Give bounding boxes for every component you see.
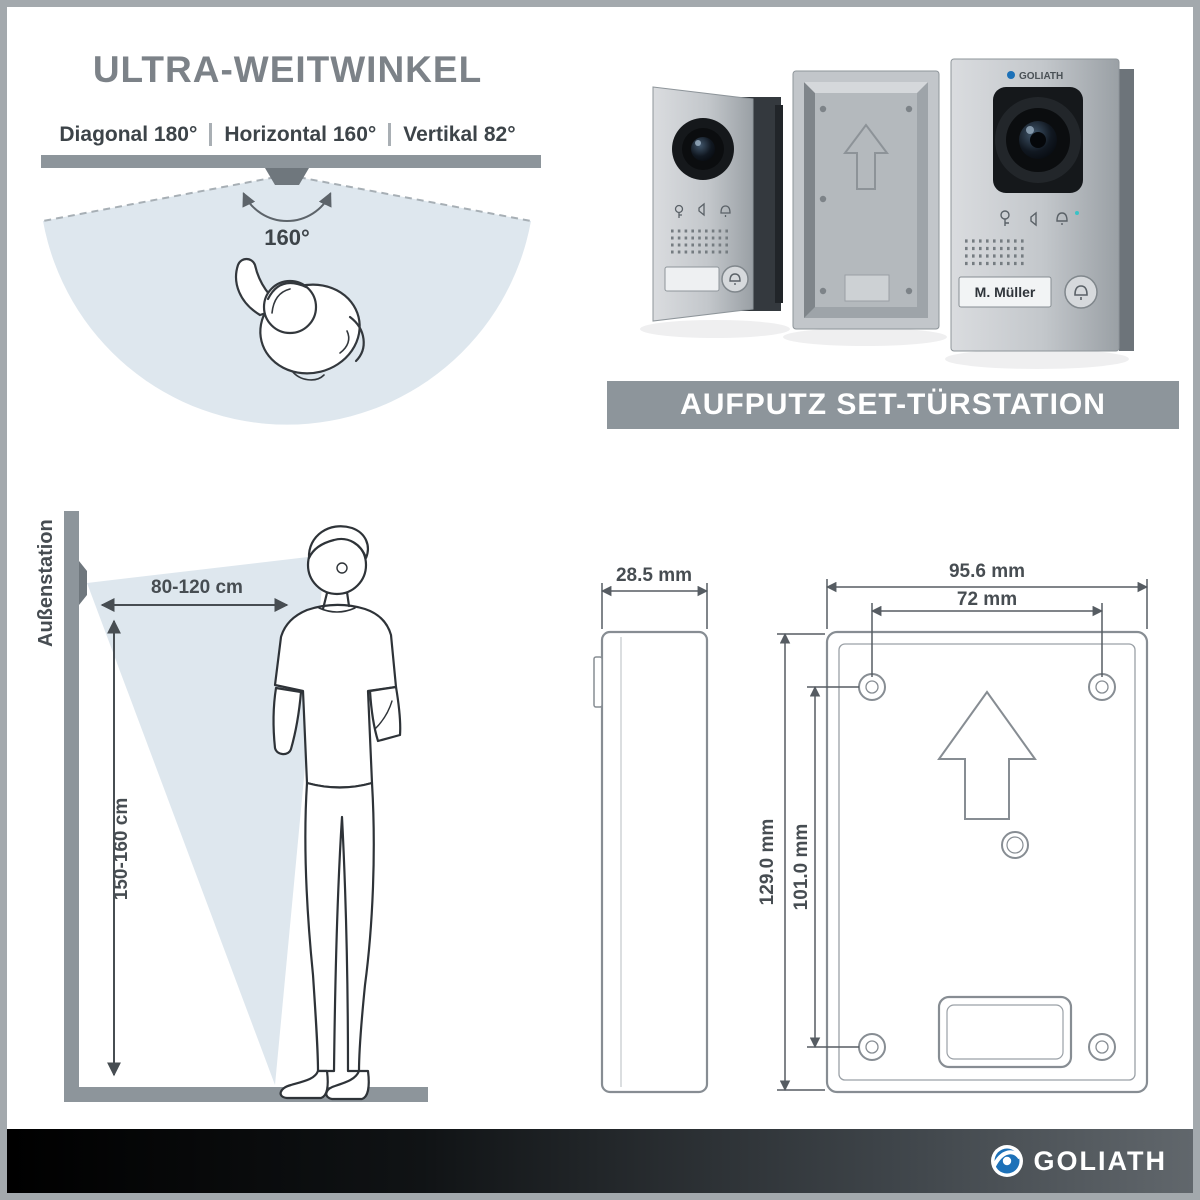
side-view-outline [600, 630, 709, 1094]
hole-height-dim-label: 101.0 mm [791, 824, 812, 911]
angle-specs: Diagonal 180° Horizontal 160°Vertikal 82° [25, 123, 550, 147]
front-view-outline [825, 630, 1149, 1094]
wall-bar [64, 511, 79, 1102]
mounting-height-diagram: 80-120 cm 150-160 cm [64, 511, 428, 1102]
technical-drawing: 28.5 mm 95.6 mm 72 mm 129.0 mm 101.0 mm [593, 561, 1149, 1094]
goliath-logo: GOLIATH [990, 1144, 1167, 1178]
floor-bar [64, 1087, 428, 1102]
section-title-wide-angle: ULTRA-WEITWINKEL [92, 49, 483, 90]
goliath-logo-icon [990, 1145, 1023, 1177]
wall-bar [41, 155, 541, 168]
angle-label: 160° [264, 225, 310, 250]
device-logo-text: GOLIATH [1019, 71, 1063, 82]
standing-person-illustration [272, 525, 402, 1101]
height-label: 150-160 cm [111, 798, 132, 900]
cone-edge-right [286, 174, 532, 222]
footer-bar: GOLIATH [7, 1129, 1193, 1193]
height-dim-label: 129.0 mm [757, 819, 778, 906]
screw-holes [819, 105, 913, 295]
depth-dim-label: 28.5 mm [616, 565, 692, 586]
door-station-front: GOLIATH M. Müller [950, 58, 1134, 352]
door-station-angled [652, 86, 783, 322]
arrow-up-emboss [843, 123, 889, 190]
goliath-device-logo: GOLIATH [1007, 71, 1063, 82]
spec-diagonal: Diagonal 180° [59, 123, 198, 146]
arrow-up-icon [937, 690, 1037, 820]
side-view-tab [593, 656, 603, 708]
person-top-view-illustration [234, 257, 365, 381]
product-banner: AUFPUTZ SET-TÜRSTATION [607, 381, 1179, 429]
front-view-inner [838, 643, 1136, 1081]
distance-label: 80-120 cm [151, 577, 243, 598]
camera-icon [79, 561, 87, 605]
footer-brand-text: GOLIATH [1033, 1145, 1167, 1176]
mounting-holes [858, 673, 1116, 1061]
mounting-box-open [792, 70, 940, 330]
spec-vertical: Vertikal 82° [388, 123, 528, 146]
bottom-cutout [937, 995, 1073, 1069]
bell-button [1064, 275, 1098, 309]
camera-icon [265, 168, 309, 185]
angle-arc [242, 192, 332, 222]
speaker-grille [671, 229, 731, 254]
dimension-lines [600, 579, 1149, 1092]
spec-horizontal: Horizontal 160° [209, 123, 389, 146]
hole-width-dim-label: 72 mm [957, 589, 1017, 610]
bell-icon [1074, 285, 1088, 300]
nameplate [664, 266, 720, 292]
product-photo: GOLIATH M. Müller [640, 58, 1134, 369]
status-icons [674, 202, 731, 218]
cone-edge-left [42, 174, 288, 222]
bell-button [721, 265, 749, 293]
bell-icon [729, 273, 741, 285]
view-cone [87, 555, 325, 1085]
cable-cutout [844, 274, 890, 302]
status-icons [1000, 210, 1079, 227]
nameplate-text: M. Müller [975, 284, 1036, 300]
wide-angle-diagram: 160° [41, 155, 541, 425]
width-dim-label: 95.6 mm [949, 561, 1025, 582]
nameplate [958, 276, 1052, 308]
